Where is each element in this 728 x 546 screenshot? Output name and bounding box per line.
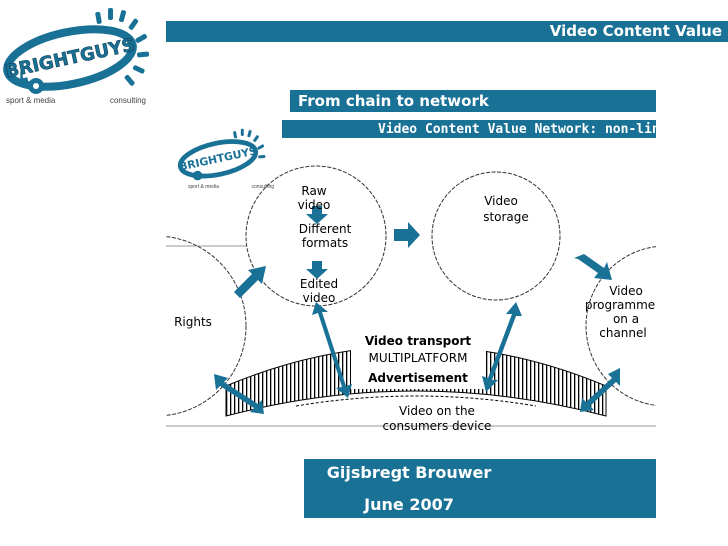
value-network-diagram: Video Content Value Network: non-linear … [166, 116, 656, 460]
brightguys-logo: BRIGHTGUYS sport & media consulting [0, 0, 160, 120]
double-arrows [214, 302, 620, 414]
logo-wordmark: BRIGHTGUYS [3, 35, 136, 83]
diagram-title: Video Content Value Network: non-linear [378, 122, 656, 137]
logo-graphic: BRIGHTGUYS [3, 8, 150, 94]
channel-label-3: on a [612, 312, 640, 326]
different-label-1: Different [298, 222, 352, 236]
small-logo-tagline: sport & media consulting [188, 184, 274, 190]
rights-label: Rights [174, 315, 212, 329]
author-name: Gijsbregt Brouwer [326, 463, 492, 482]
video-label-2: video [302, 291, 336, 305]
multiplatform-label: MULTIPLATFORM [368, 351, 468, 365]
channel-label-1: Video [609, 284, 643, 298]
consumers-label-1: Video on the [399, 404, 475, 418]
header-band: Video Content Value [166, 21, 728, 42]
transport-label-box [351, 331, 486, 389]
slide-subtitle: From chain to network [298, 92, 489, 110]
process-arrows [306, 206, 328, 279]
small-logo-graphic: BRIGHTGUYS [177, 128, 266, 181]
edited-label-1: Edited [299, 277, 339, 291]
subtitle-band: From chain to network [290, 90, 656, 112]
video-transport-label: Video transport [364, 334, 472, 348]
page-title: Video Content Value [549, 22, 722, 40]
rights-circle [166, 236, 247, 416]
small-tagline-right: consulting [251, 184, 274, 190]
storage-label-2: storage [483, 210, 529, 224]
diagram-shapes [166, 165, 656, 427]
consumers-label-2: consumers device [382, 419, 492, 433]
raw-video-label: Raw video [297, 184, 331, 212]
logo-tagline: sport & media consulting [6, 96, 146, 105]
channel-label-2: programme [584, 298, 656, 312]
diagram-title-bar: Video Content Value Network: non-linear [282, 120, 656, 138]
storage-circle [431, 171, 561, 301]
storage-label-1: Video [484, 194, 518, 208]
advertisement-label: Advertisement [368, 371, 468, 385]
formats-label-2: formats [301, 236, 349, 250]
logo-tagline-right: consulting [109, 96, 146, 105]
presentation-date: June 2007 [364, 495, 454, 514]
right-arrow [394, 222, 420, 248]
small-brightguys-logo: BRIGHTGUYS sport & media consulting [174, 124, 274, 194]
logo-tagline-left: sport & media [6, 96, 56, 105]
footer-band: Gijsbregt Brouwer June 2007 [304, 459, 656, 518]
rights-arrow [234, 266, 266, 298]
small-tagline-left: sport & media [188, 184, 219, 190]
channel-circle [585, 246, 656, 406]
diagonal-arrow [574, 254, 612, 280]
channel-label-4: channel [599, 326, 647, 340]
production-circle [245, 165, 387, 307]
